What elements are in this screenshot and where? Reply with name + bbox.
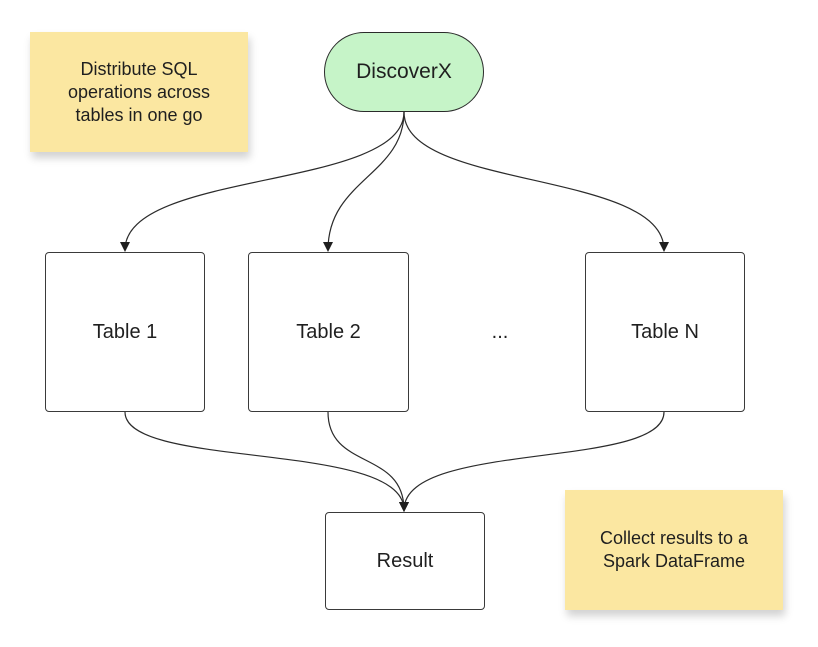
edge-discoverx-to-table-1 <box>120 111 405 252</box>
edge-table-1-to-result <box>124 411 409 512</box>
discoverx-label: DiscoverX <box>356 60 452 83</box>
sticky-note-distribute: Distribute SQL operations across tables … <box>30 32 248 152</box>
result-label: Result <box>376 549 434 572</box>
discoverx-node: DiscoverX <box>324 32 484 112</box>
sticky-note-collect-text: Collect results to a Spark DataFrame <box>599 528 749 571</box>
table-n-node: Table N <box>585 252 745 412</box>
table-2-label: Table 2 <box>296 320 361 343</box>
more-tables-ellipsis: ... <box>491 320 509 343</box>
edge-discoverx-to-table-2 <box>323 111 405 252</box>
table-1-node: Table 1 <box>45 252 205 412</box>
sticky-note-distribute-text: Distribute SQL operations across tables … <box>67 58 211 125</box>
edge-table-n-to-result <box>399 411 665 512</box>
edge-discoverx-to-table-n <box>403 111 669 252</box>
edge-table-2-to-result <box>327 411 409 512</box>
sticky-note-collect: Collect results to a Spark DataFrame <box>565 490 783 610</box>
table-1-label: Table 1 <box>92 320 158 343</box>
table-n-label: Table N <box>631 320 699 343</box>
result-node: Result <box>325 512 485 610</box>
table-2-node: Table 2 <box>248 252 409 412</box>
